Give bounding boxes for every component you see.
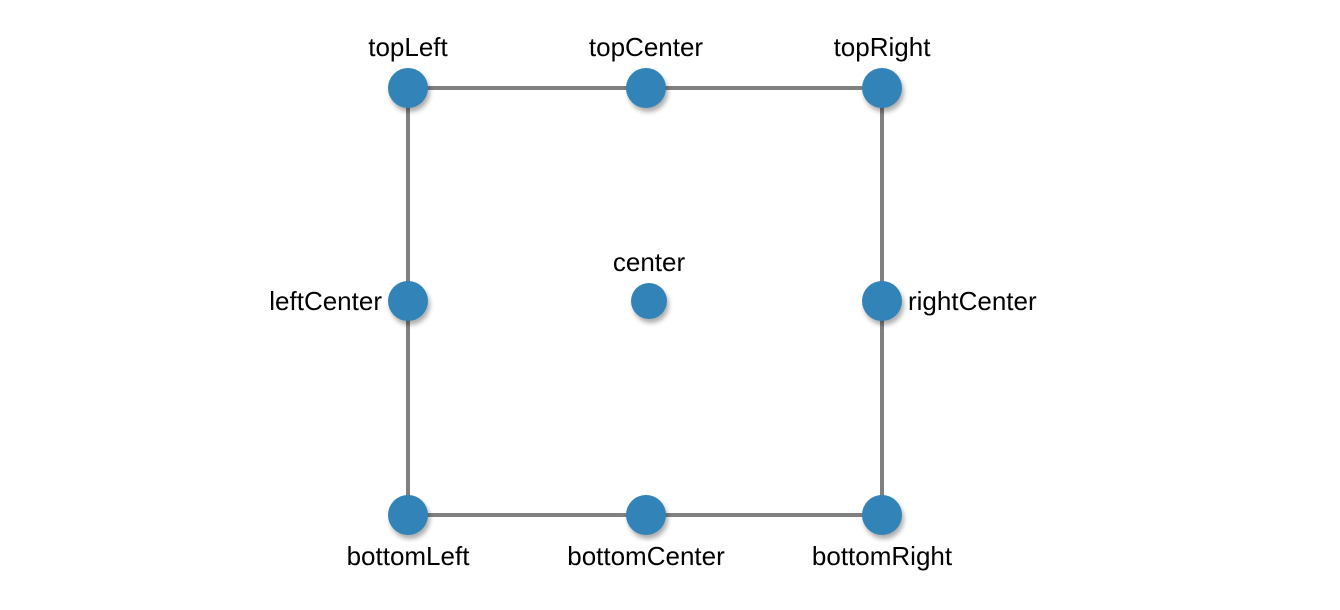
node-label-topLeft: topLeft: [368, 32, 448, 62]
node-bottomCenter[interactable]: [626, 495, 666, 535]
node-label-bottomCenter: bottomCenter: [567, 541, 725, 571]
node-label-center: center: [612, 247, 686, 277]
node-center[interactable]: [631, 283, 667, 319]
node-bottomLeft[interactable]: [388, 495, 428, 535]
node-label-bottomLeft: bottomLeft: [346, 541, 470, 571]
node-label-leftCenter: leftCenter: [269, 286, 382, 316]
node-label-bottomRight: bottomRight: [811, 541, 953, 571]
node-label-topCenter: topCenter: [588, 32, 704, 62]
node-topLeft[interactable]: [388, 68, 428, 108]
node-label-topRight: topRight: [833, 32, 931, 62]
node-label-rightCenter: rightCenter: [908, 286, 1037, 316]
node-topCenter[interactable]: [626, 68, 666, 108]
node-leftCenter[interactable]: [388, 281, 428, 321]
node-topRight[interactable]: [862, 68, 902, 108]
node-bottomRight[interactable]: [862, 495, 902, 535]
node-rightCenter[interactable]: [862, 281, 902, 321]
